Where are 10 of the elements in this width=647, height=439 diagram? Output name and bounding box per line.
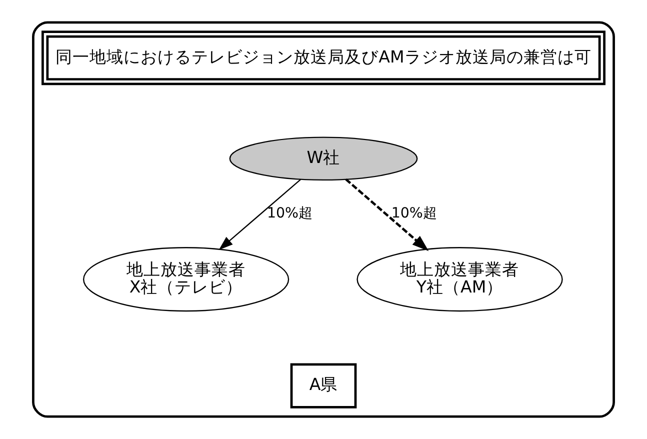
node-ellipse: 地上放送事業者 X社（テレビ） [82,247,290,312]
node-ellipse: W社 [229,136,418,181]
cluster [32,21,615,418]
edge-label: 10%超 [266,205,313,222]
edge-label: 10%超 [391,205,437,222]
node-box: 同一地域におけるテレビジョン放送局及びAMラジオ放送局の兼営は可 [42,30,606,86]
arrow [218,178,302,250]
node-ellipse: 地上放送事業者 Y社（AM） [356,247,563,312]
node-box: A県 [290,363,357,408]
arrow [345,178,429,252]
